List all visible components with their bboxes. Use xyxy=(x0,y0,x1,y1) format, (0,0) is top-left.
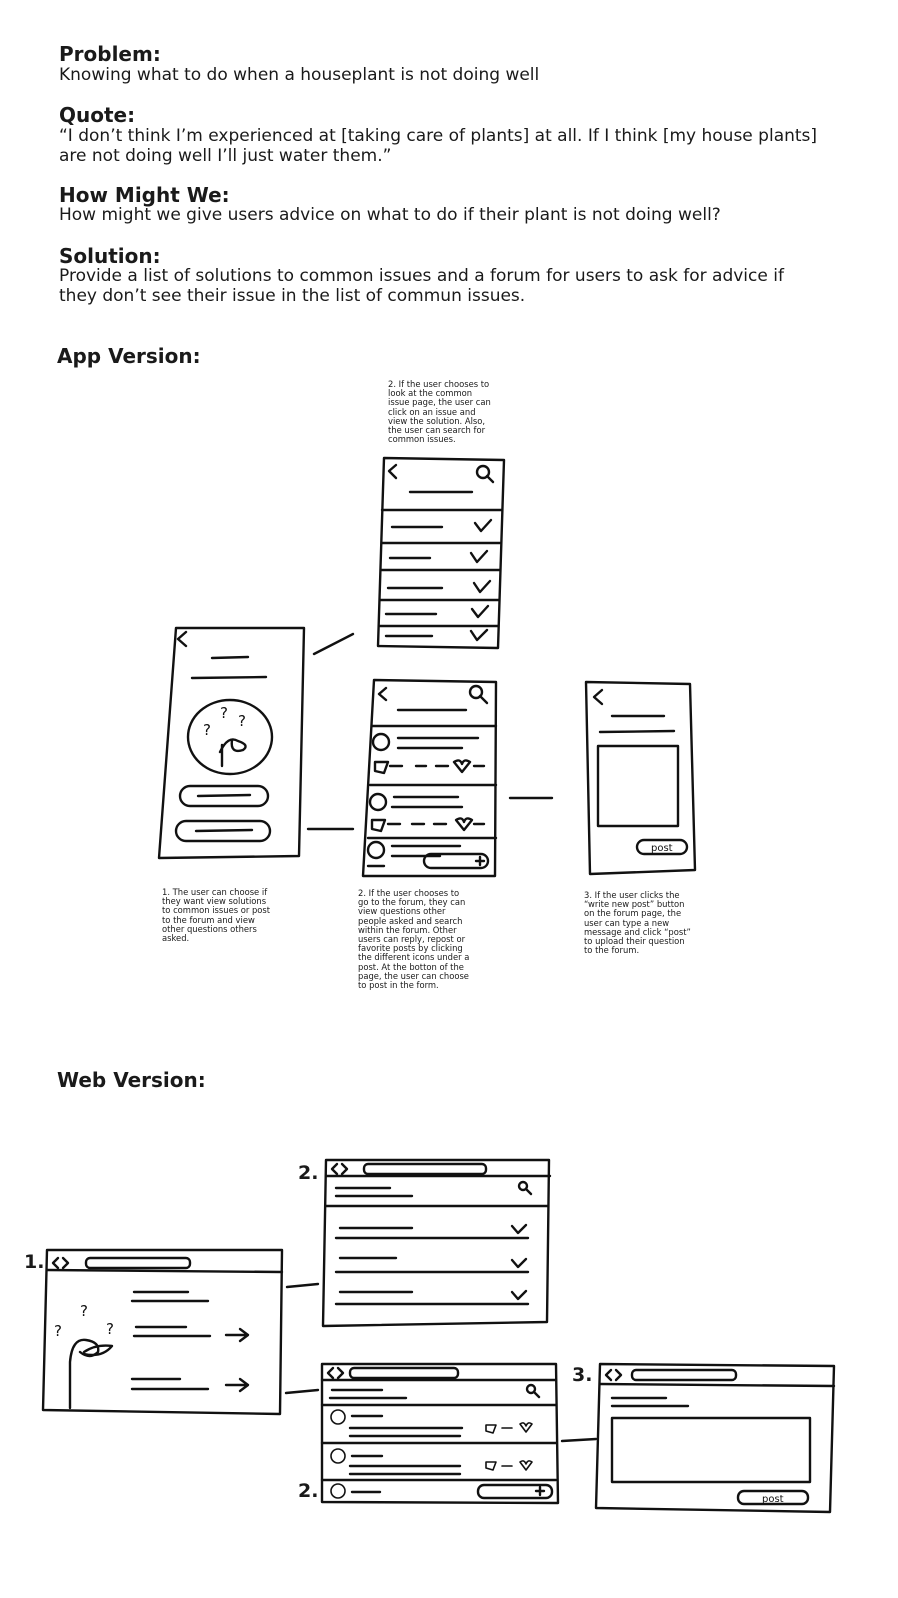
web-connectors xyxy=(284,1282,598,1443)
reply-icon xyxy=(373,760,390,775)
quote-heading: Quote: xyxy=(59,103,136,127)
post-button xyxy=(635,838,689,856)
app-post-screen: post xyxy=(584,680,697,876)
chevron-down-icon xyxy=(473,518,493,533)
message-box xyxy=(596,744,680,828)
chevron-down-icon xyxy=(510,1289,528,1301)
web-label-common: 2. xyxy=(298,1162,319,1184)
plant-icon xyxy=(68,1338,100,1410)
post-button xyxy=(736,1489,810,1506)
svg-text:?: ? xyxy=(220,704,228,722)
avatar xyxy=(330,1409,346,1425)
browser-nav-icon xyxy=(51,1256,70,1270)
chevron-down-icon xyxy=(472,579,492,594)
web-version-title: Web Version: xyxy=(57,1068,206,1092)
url-bar xyxy=(84,1256,192,1270)
post-button-label: post xyxy=(651,843,673,854)
web-forum-screen xyxy=(320,1362,560,1505)
heart-icon xyxy=(519,1460,533,1471)
app-forum-screen xyxy=(361,678,498,878)
web-label-home: 1. xyxy=(24,1251,45,1273)
browser-nav-icon xyxy=(326,1366,345,1380)
reply-icon xyxy=(485,1461,497,1471)
reply-icon xyxy=(370,818,387,833)
app-note-forum: 2. If the user chooses to go to the foru… xyxy=(358,888,470,991)
avatar xyxy=(371,732,391,752)
chevron-down-icon xyxy=(510,1257,528,1269)
svg-text:?: ? xyxy=(106,1320,114,1338)
url-bar xyxy=(630,1368,738,1382)
web-label-forum: 2. xyxy=(298,1480,319,1502)
plus-icon xyxy=(474,855,486,867)
chevron-down-icon xyxy=(470,604,490,619)
solution-text: Provide a list of solutions to common is… xyxy=(59,266,784,306)
heart-icon xyxy=(519,1422,533,1433)
write-post-button xyxy=(422,852,490,870)
plant-icon xyxy=(186,698,274,776)
app-common-issues-screen xyxy=(376,456,506,650)
back-arrow-icon xyxy=(377,686,388,702)
svg-text:?: ? xyxy=(238,712,246,730)
chevron-down-icon xyxy=(469,549,489,564)
url-bar xyxy=(362,1162,488,1176)
app-connectors xyxy=(306,632,554,831)
plus-icon xyxy=(534,1485,546,1497)
app-note-post: 3. If the user clicks the “write new pos… xyxy=(584,890,691,956)
quote-text: “I don’t think I’m experienced at [takin… xyxy=(59,126,818,166)
web-common-issues-screen xyxy=(321,1158,552,1328)
avatar xyxy=(366,840,386,860)
app-note-common-issues: 2. If the user chooses to look at the co… xyxy=(388,379,491,445)
forum-button xyxy=(174,819,272,843)
back-arrow-icon xyxy=(387,463,398,480)
avatar xyxy=(330,1483,346,1499)
message-box xyxy=(610,1416,812,1484)
heart-icon xyxy=(452,759,472,774)
back-arrow-icon xyxy=(176,630,188,648)
web-home-screen: ? ? ? xyxy=(41,1248,284,1416)
svg-text:?: ? xyxy=(80,1302,88,1320)
svg-text:?: ? xyxy=(203,721,211,739)
avatar xyxy=(368,792,388,812)
browser-nav-icon xyxy=(604,1368,623,1382)
search-icon xyxy=(525,1383,537,1395)
chevron-down-icon xyxy=(510,1223,528,1235)
app-home-screen: ? ? ? xyxy=(157,626,306,860)
write-post-button xyxy=(476,1483,554,1500)
problem-heading: Problem: xyxy=(59,42,161,66)
back-arrow-icon xyxy=(592,688,604,706)
problem-text: Knowing what to do when a houseplant is … xyxy=(59,65,540,85)
hmw-heading: How Might We: xyxy=(59,183,230,207)
svg-text:?: ? xyxy=(54,1322,62,1340)
search-icon xyxy=(517,1180,529,1192)
browser-nav-icon xyxy=(330,1162,349,1176)
heart-icon xyxy=(454,817,474,832)
url-bar xyxy=(348,1366,460,1380)
search-icon xyxy=(475,464,491,480)
app-version-title: App Version: xyxy=(57,344,201,368)
arrow-right-icon xyxy=(224,1327,250,1343)
web-label-post: 3. xyxy=(572,1364,593,1386)
post-button-label: post xyxy=(762,1494,784,1505)
avatar xyxy=(330,1448,346,1464)
search-icon xyxy=(468,684,484,700)
arrow-right-icon xyxy=(224,1377,250,1393)
hmw-text: How might we give users advice on what t… xyxy=(59,205,721,225)
app-note-home: 1. The user can choose if they want view… xyxy=(162,887,271,944)
common-issues-button xyxy=(178,784,270,808)
reply-icon xyxy=(485,1424,497,1434)
chevron-down-icon xyxy=(469,628,489,642)
web-post-screen: post xyxy=(594,1362,836,1514)
solution-heading: Solution: xyxy=(59,244,161,268)
